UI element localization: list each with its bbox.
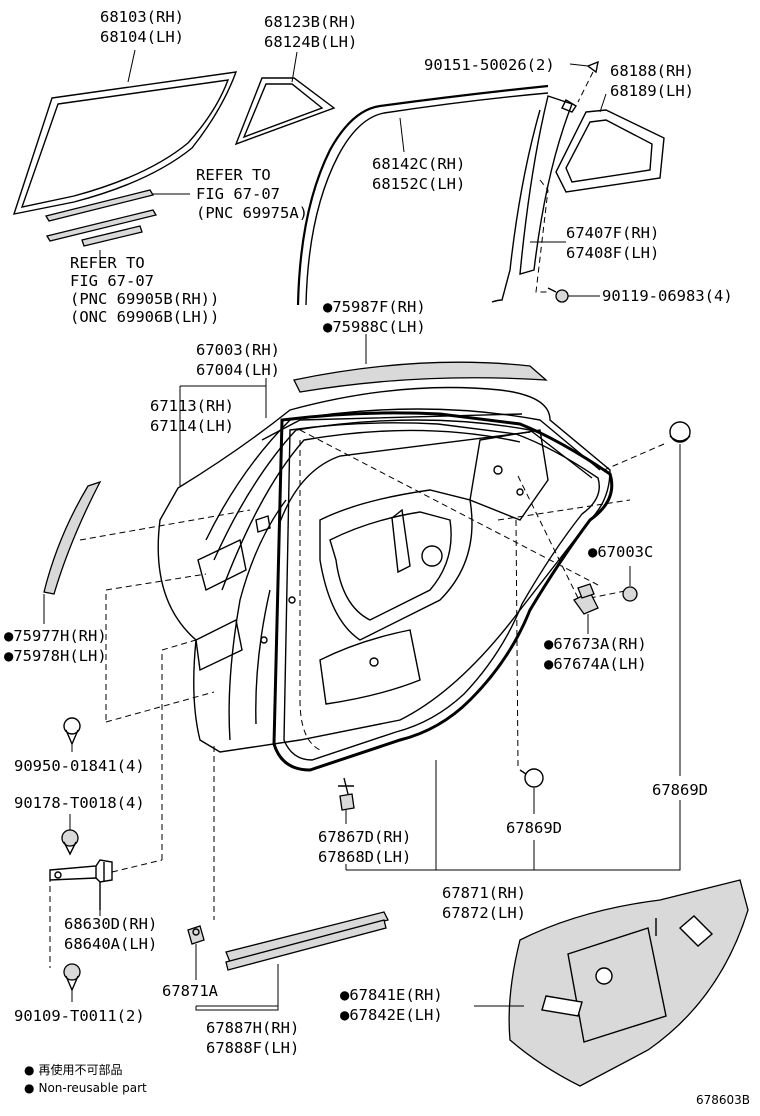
- division-bar: [491, 95, 577, 303]
- label-check-rh: 68630D(RH): [64, 915, 157, 933]
- leader-door-glass: [127, 49, 136, 83]
- legend-marker: ●: [24, 1081, 34, 1095]
- label-run-lh: 68152C(LH): [372, 175, 465, 193]
- label-check-lh: 68640A(LH): [64, 935, 157, 953]
- label-door-panel-rh: 67003(RH): [196, 341, 280, 359]
- label-door-panel-c: ●67003C: [588, 543, 653, 561]
- non-reusable-mark: ●: [323, 318, 333, 336]
- label-division-bar-lh: 67408F(LH): [566, 244, 659, 262]
- door-glass: [12, 71, 238, 215]
- label-clip-lh: ●67674A(LH): [544, 655, 647, 673]
- label-refer1-line2: FIG 67-07: [196, 185, 280, 203]
- quarter-frame: [555, 109, 665, 193]
- leader-quarter-glass: [291, 51, 298, 83]
- service-hole-cover: [508, 879, 749, 1087]
- non-reusable-mark: ●: [4, 647, 14, 665]
- label-seal-bottom-lh: 67888F(LH): [206, 1039, 299, 1057]
- label-garnish-rh: ●75977H(RH): [4, 627, 107, 645]
- leader-glass-run: [399, 117, 405, 153]
- bracket-weatherstrip: [346, 760, 535, 871]
- label-refer2-line2: FIG 67-07: [70, 272, 154, 290]
- clip-67003c: [622, 586, 638, 602]
- label-seal-clip: 67871A: [162, 982, 219, 1000]
- non-reusable-mark: ●: [4, 627, 14, 645]
- legend: ●再使用不可部品 ●Non-reusable part: [24, 1062, 147, 1095]
- legend-en: ●Non-reusable part: [24, 1081, 147, 1095]
- belt-weatherstrips: [44, 189, 158, 247]
- label-molding-rh: ●75987F(RH): [323, 298, 426, 316]
- bottom-bolt: [63, 963, 81, 992]
- bottom-seal: [225, 911, 389, 971]
- non-reusable-mark: ●: [340, 1006, 350, 1024]
- label-quarter-frame-rh: 68188(RH): [610, 62, 694, 80]
- label-weatherstrip-clip-lh: 67868D(LH): [318, 848, 411, 866]
- label-glass-lh: 68104(LH): [100, 28, 184, 46]
- non-reusable-mark: ●: [544, 655, 554, 673]
- label-weatherstrip-rh: 67871(RH): [442, 884, 526, 902]
- leader-door-panel: [179, 378, 267, 486]
- label-bolt-hinge: 90950-01841(4): [14, 757, 145, 775]
- label-bolt-check: 90178-T0018(4): [14, 794, 145, 812]
- leader-bottom-seal: [195, 964, 279, 1011]
- glass-run: [296, 84, 549, 306]
- non-reusable-mark: ●: [544, 635, 554, 653]
- label-run-rh: 68142C(RH): [372, 155, 465, 173]
- label-clip-rh: ●67673A(RH): [544, 635, 647, 653]
- label-weatherstrip-lh: 67872(LH): [442, 904, 526, 922]
- door-garnish: [43, 480, 102, 595]
- door-weatherstrip: [272, 411, 614, 772]
- label-plug-right: 67869D: [652, 781, 708, 799]
- label-seal-bottom-rh: 67887H(RH): [206, 1019, 299, 1037]
- bolt-division: [547, 287, 569, 303]
- label-outer-panel-rh: 67113(RH): [150, 397, 234, 415]
- hinge-bolt: [63, 717, 81, 746]
- leader-quarter-frame: [599, 93, 607, 113]
- door-panel: [157, 386, 611, 753]
- seal-clip: [187, 925, 205, 945]
- label-refer2-line1: REFER TO: [70, 254, 145, 272]
- label-quarter-glass-rh: 68123B(RH): [264, 13, 357, 31]
- label-glass-rh: 68103(RH): [100, 8, 184, 26]
- hole-plug-center: [519, 768, 544, 788]
- label-service-hole-lh: ●67842E(LH): [340, 1006, 443, 1024]
- label-garnish-lh: ●75978H(LH): [4, 647, 107, 665]
- label-refer1-line3: (PNC 69975A): [196, 204, 308, 222]
- screw-top: [586, 60, 599, 74]
- label-refer1-line1: REFER TO: [196, 166, 271, 184]
- leader-screw-top: [569, 63, 589, 67]
- non-reusable-mark: ●: [588, 543, 598, 561]
- label-quarter-glass-lh: 68124B(LH): [264, 33, 357, 51]
- non-reusable-mark: ●: [323, 298, 333, 316]
- figure-id: 678603B: [696, 1093, 750, 1107]
- label-division-bar-rh: 67407F(RH): [566, 224, 659, 242]
- legend-ja: ●再使用不可部品: [24, 1062, 123, 1077]
- label-bolt-bottom: 90109-T0011(2): [14, 1007, 145, 1025]
- label-plug-center: 67869D: [506, 819, 562, 837]
- label-quarter-frame-lh: 68189(LH): [610, 82, 694, 100]
- door-check: [49, 859, 113, 910]
- clip: [573, 583, 599, 615]
- label-bolt-division: 90119-06983(4): [602, 287, 733, 305]
- quarter-glass: [234, 77, 336, 146]
- hole-plug-right: [669, 421, 691, 443]
- label-refer2-line4: (ONC 69906B(LH)): [70, 308, 219, 326]
- label-weatherstrip-clip-rh: 67867D(RH): [318, 828, 411, 846]
- label-molding-lh: ●75988C(LH): [323, 318, 426, 336]
- outer-molding: [293, 361, 548, 393]
- check-bolt: [61, 829, 79, 856]
- label-refer2-line3: (PNC 69905B(RH)): [70, 290, 219, 308]
- label-service-hole-rh: ●67841E(RH): [340, 986, 443, 1004]
- weatherstrip-clip: [338, 777, 355, 811]
- non-reusable-mark: ●: [340, 986, 350, 1004]
- leader-plug-right: [534, 444, 681, 871]
- legend-marker: ●: [24, 1063, 34, 1077]
- label-screw-top: 90151-50026(2): [424, 56, 555, 74]
- label-outer-panel-lh: 67114(LH): [150, 417, 234, 435]
- label-door-panel-lh: 67004(LH): [196, 361, 280, 379]
